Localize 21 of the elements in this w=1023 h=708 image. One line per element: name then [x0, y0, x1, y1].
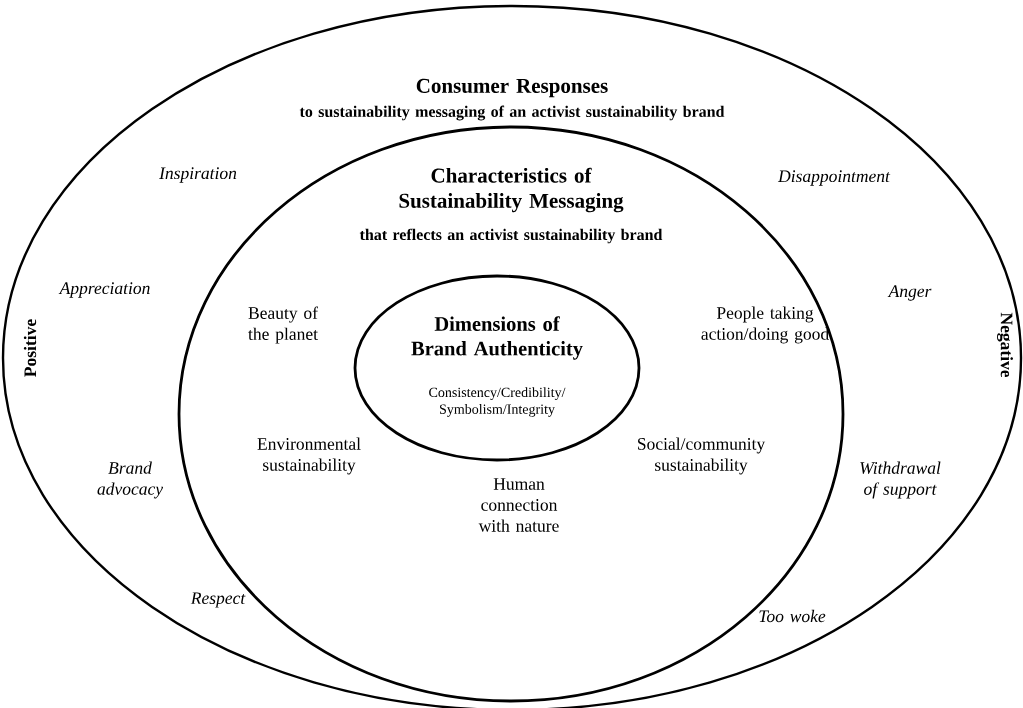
characteristic-label: People taking action/doing good — [701, 306, 829, 344]
side-label: Positive — [23, 319, 37, 377]
heading: Characteristics of Sustainability Messaging — [399, 167, 624, 213]
response-label: Brand advocacy — [97, 461, 164, 499]
subheading: to sustainability messaging of an activist sustainability brand — [299, 105, 725, 121]
response-label: Too woke — [759, 609, 826, 623]
response-label: Anger — [887, 285, 932, 301]
subheading: that reflects an activist sustainability brand — [359, 228, 663, 244]
heading: Consumer Responses — [416, 78, 608, 98]
subheading: Consistency/Credibility/ Symbolism/Integrity — [429, 387, 566, 417]
characteristic-label: Human connection with nature — [478, 478, 559, 532]
characteristic-label: Environmental sustainability — [257, 437, 361, 475]
response-label: Respect — [190, 592, 246, 608]
response-label: Withdrawal of support — [860, 461, 941, 499]
response-label: Inspiration — [159, 167, 237, 183]
characteristic-label: Social/community sustainability — [638, 437, 766, 475]
response-label: Appreciation — [58, 282, 150, 298]
heading: Dimensions of Brand Authenticity — [411, 316, 583, 360]
response-label: Disappointment — [777, 170, 891, 186]
side-label: Negative — [997, 312, 1013, 378]
characteristic-label: Beauty of the planet — [248, 306, 318, 344]
